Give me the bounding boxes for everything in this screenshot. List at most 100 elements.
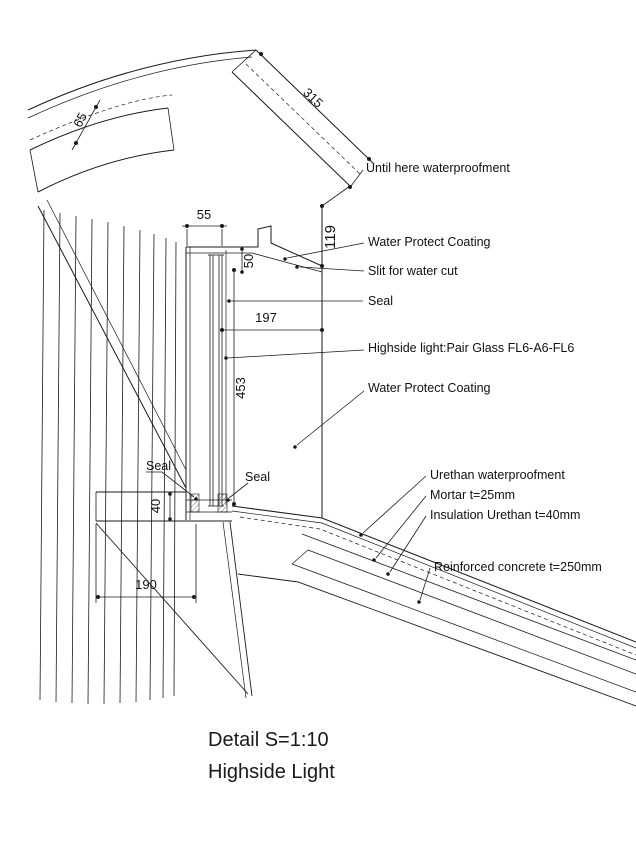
dimension-dot bbox=[168, 492, 172, 496]
dimension-40: 40 bbox=[148, 492, 172, 521]
dimension-50: 50 bbox=[240, 247, 256, 274]
concrete-top-edge bbox=[307, 549, 636, 675]
head-flashing bbox=[186, 225, 323, 273]
eave-band-cap bbox=[29, 149, 39, 193]
leader-dot bbox=[417, 600, 421, 604]
leader-dot bbox=[227, 299, 231, 303]
dimension-dot bbox=[185, 224, 189, 228]
title-block: Detail S=1:10 Highside Light bbox=[208, 729, 335, 783]
dimension-text-119: 119 bbox=[322, 225, 339, 249]
wedge-below-sill bbox=[95, 521, 253, 699]
leader-dot bbox=[224, 356, 228, 360]
wall-joint-line bbox=[55, 212, 61, 703]
label-insulation-urethan: Insulation Urethan t=40mm bbox=[430, 508, 580, 522]
label-water-protect-coating-top: Water Protect Coating bbox=[368, 235, 491, 249]
leader-dot bbox=[194, 497, 198, 501]
roof-slab bbox=[231, 505, 636, 707]
label-until-here: Until here waterproofment bbox=[366, 161, 510, 175]
panel-end-cap bbox=[231, 49, 257, 73]
leader-line bbox=[227, 349, 365, 359]
dimension-dot bbox=[320, 204, 324, 208]
ceiling-soffit-line bbox=[46, 199, 187, 471]
sloped-roof-panel bbox=[231, 49, 375, 207]
leader-dot bbox=[359, 533, 363, 537]
dimension-text-40: 40 bbox=[148, 499, 163, 513]
dimension-text-50: 50 bbox=[241, 254, 256, 268]
dimension-dot bbox=[240, 247, 244, 251]
ceiling-soffit-line bbox=[37, 205, 187, 489]
dimension-190: 190 bbox=[95, 524, 197, 603]
waterproofing-dashed-line bbox=[29, 94, 173, 141]
eave-section bbox=[27, 49, 257, 193]
leader-line bbox=[375, 495, 427, 559]
concrete-bottom-edge bbox=[291, 563, 636, 693]
eave-hatch-area bbox=[30, 108, 174, 192]
leader-line bbox=[228, 482, 249, 499]
wall-joint-line bbox=[135, 229, 141, 703]
label-urethan-waterproofment: Urethan waterproofment bbox=[430, 468, 565, 482]
dimension-dot bbox=[240, 270, 244, 274]
leader-line bbox=[296, 390, 365, 446]
leader-dot bbox=[283, 257, 287, 261]
wall-joint-line bbox=[39, 209, 45, 701]
label-seal-left: Seal bbox=[146, 459, 171, 473]
leader-line bbox=[362, 475, 427, 534]
seal-pocket-hatch bbox=[217, 493, 228, 513]
eave-band-bottom-edge bbox=[37, 149, 175, 193]
eave-band-cap bbox=[167, 107, 175, 151]
leader-dot bbox=[348, 185, 352, 189]
label-seal-right: Seal bbox=[245, 470, 270, 484]
dimension-text-197: 197 bbox=[255, 310, 277, 325]
sill-assembly bbox=[95, 491, 232, 522]
slab-bottom-line bbox=[237, 573, 636, 707]
dimension-text-315: 315 bbox=[300, 85, 326, 111]
seal-pocket-hatch bbox=[190, 493, 200, 513]
leader-line bbox=[350, 169, 364, 187]
dimension-dot bbox=[94, 105, 98, 109]
dimension-197: 197 bbox=[220, 310, 322, 332]
label-mortar: Mortar t=25mm bbox=[430, 488, 515, 502]
leader-line bbox=[146, 471, 195, 498]
slab-top-surface bbox=[231, 505, 636, 643]
label-seal-top: Seal bbox=[368, 294, 393, 308]
leader-line bbox=[419, 567, 431, 601]
waterproofing-dashed-line bbox=[239, 516, 636, 656]
slab-top-surface bbox=[231, 510, 636, 649]
dimension-dot bbox=[232, 502, 236, 506]
dimension-dot bbox=[96, 595, 100, 599]
concrete-left-cap bbox=[291, 549, 309, 565]
dimension-text-190: 190 bbox=[135, 577, 157, 592]
flashing-profile bbox=[186, 225, 323, 267]
roof-surface-line bbox=[27, 56, 253, 119]
dimension-65: 65 bbox=[70, 99, 101, 151]
dimension-dot bbox=[74, 141, 78, 145]
label-highside-light: Highside light:Pair Glass FL6-A6-FL6 bbox=[368, 341, 574, 355]
wall-joint-line bbox=[162, 237, 167, 699]
leader-dot bbox=[293, 445, 297, 449]
wedge-cut-line bbox=[222, 521, 247, 699]
leader-line bbox=[389, 515, 427, 573]
window-assembly bbox=[185, 247, 227, 520]
leader-line bbox=[286, 242, 365, 259]
label-water-protect-coating-mid: Water Protect Coating bbox=[368, 381, 491, 395]
roof-surface-line bbox=[27, 49, 257, 111]
leader-dot bbox=[295, 265, 299, 269]
dimension-453: 453 bbox=[232, 268, 248, 506]
mortar-layer-line bbox=[301, 533, 636, 661]
dimension-text-453: 453 bbox=[233, 377, 248, 399]
wall-joint-line bbox=[119, 225, 125, 704]
leader-dot bbox=[226, 498, 230, 502]
dimension-dot bbox=[192, 595, 196, 599]
wall-joint-line bbox=[173, 241, 177, 697]
leader-dot bbox=[386, 572, 390, 576]
leader-line bbox=[299, 266, 365, 272]
wall-joint-line bbox=[103, 221, 109, 705]
wedge-hypotenuse bbox=[95, 522, 249, 695]
label-reinforced-concrete: Reinforced concrete t=250mm bbox=[434, 560, 602, 574]
curved-wall-panels bbox=[37, 199, 187, 705]
wedge-cut-line bbox=[229, 521, 253, 697]
waterproofing-wrap-line bbox=[321, 185, 351, 207]
detail-scale-text: Detail S=1:10 bbox=[208, 729, 329, 751]
